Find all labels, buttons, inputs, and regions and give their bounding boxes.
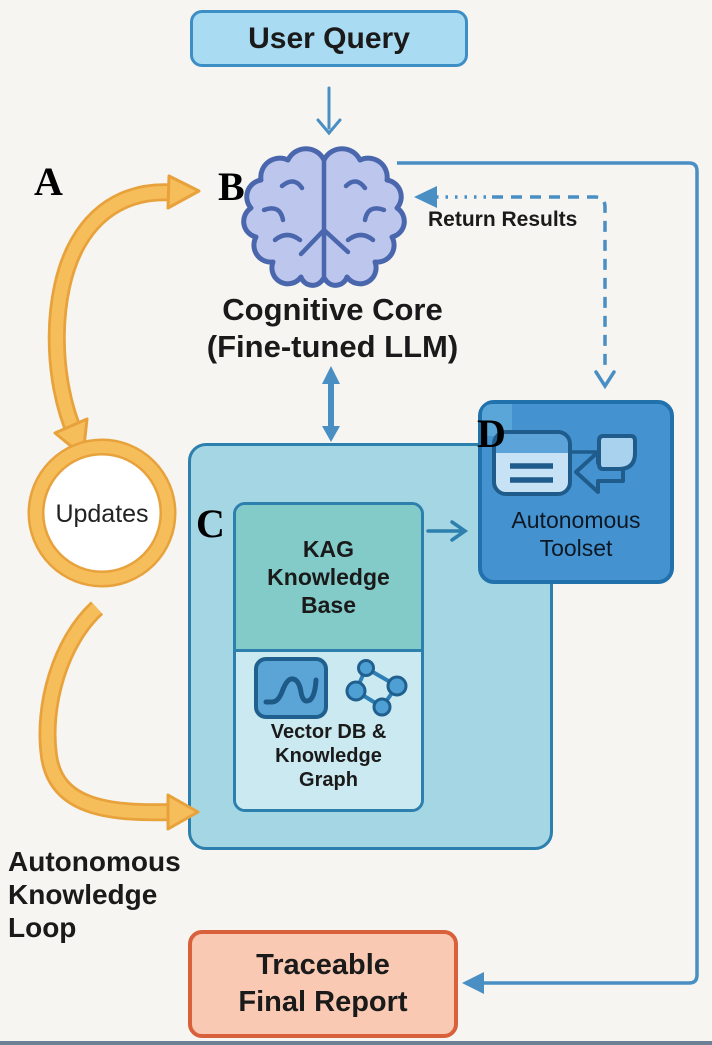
vector-db-section: Vector DB & Knowledge Graph bbox=[236, 652, 421, 809]
update-loop-arrow-bottom bbox=[38, 601, 200, 831]
report-label: Traceable Final Report bbox=[238, 949, 408, 1018]
user-query-label: User Query bbox=[248, 21, 410, 55]
traceable-final-report-node: Traceable Final Report bbox=[188, 930, 458, 1038]
kag-knowledge-base-node: KAG Knowledge Base bbox=[233, 502, 424, 812]
waveform-icon bbox=[254, 657, 328, 719]
cognitive-core-label: Cognitive Core (Fine-tuned LLM) bbox=[206, 292, 459, 364]
vector-db-label: Vector DB & Knowledge Graph bbox=[270, 721, 387, 791]
query-to-core-arrow bbox=[316, 86, 342, 136]
user-query-node: User Query bbox=[190, 10, 468, 67]
label-c: C bbox=[196, 501, 225, 546]
toolset-icon bbox=[492, 430, 637, 496]
return-results-label: Return Results bbox=[428, 208, 578, 231]
label-d: D bbox=[477, 411, 506, 456]
autonomous-toolset-node: Autonomous Toolset bbox=[478, 400, 674, 584]
label-b: B bbox=[218, 164, 245, 209]
knowledge-graph-icon bbox=[345, 659, 408, 717]
vector-db-icons bbox=[254, 657, 408, 719]
updates-label: Updates bbox=[55, 500, 149, 528]
autonomous-knowledge-loop-caption: Autonomous Knowledge Loop bbox=[8, 846, 181, 943]
core-kb-double-arrow bbox=[322, 366, 340, 442]
label-a: A bbox=[34, 159, 63, 204]
bottom-edge-bar bbox=[0, 1041, 712, 1045]
brain-icon bbox=[241, 146, 407, 288]
kag-knowledge-base-label: KAG Knowledge Base bbox=[236, 505, 421, 652]
autonomous-toolset-label: Autonomous Toolset bbox=[511, 507, 641, 561]
reply-bubble-icon bbox=[597, 434, 637, 471]
